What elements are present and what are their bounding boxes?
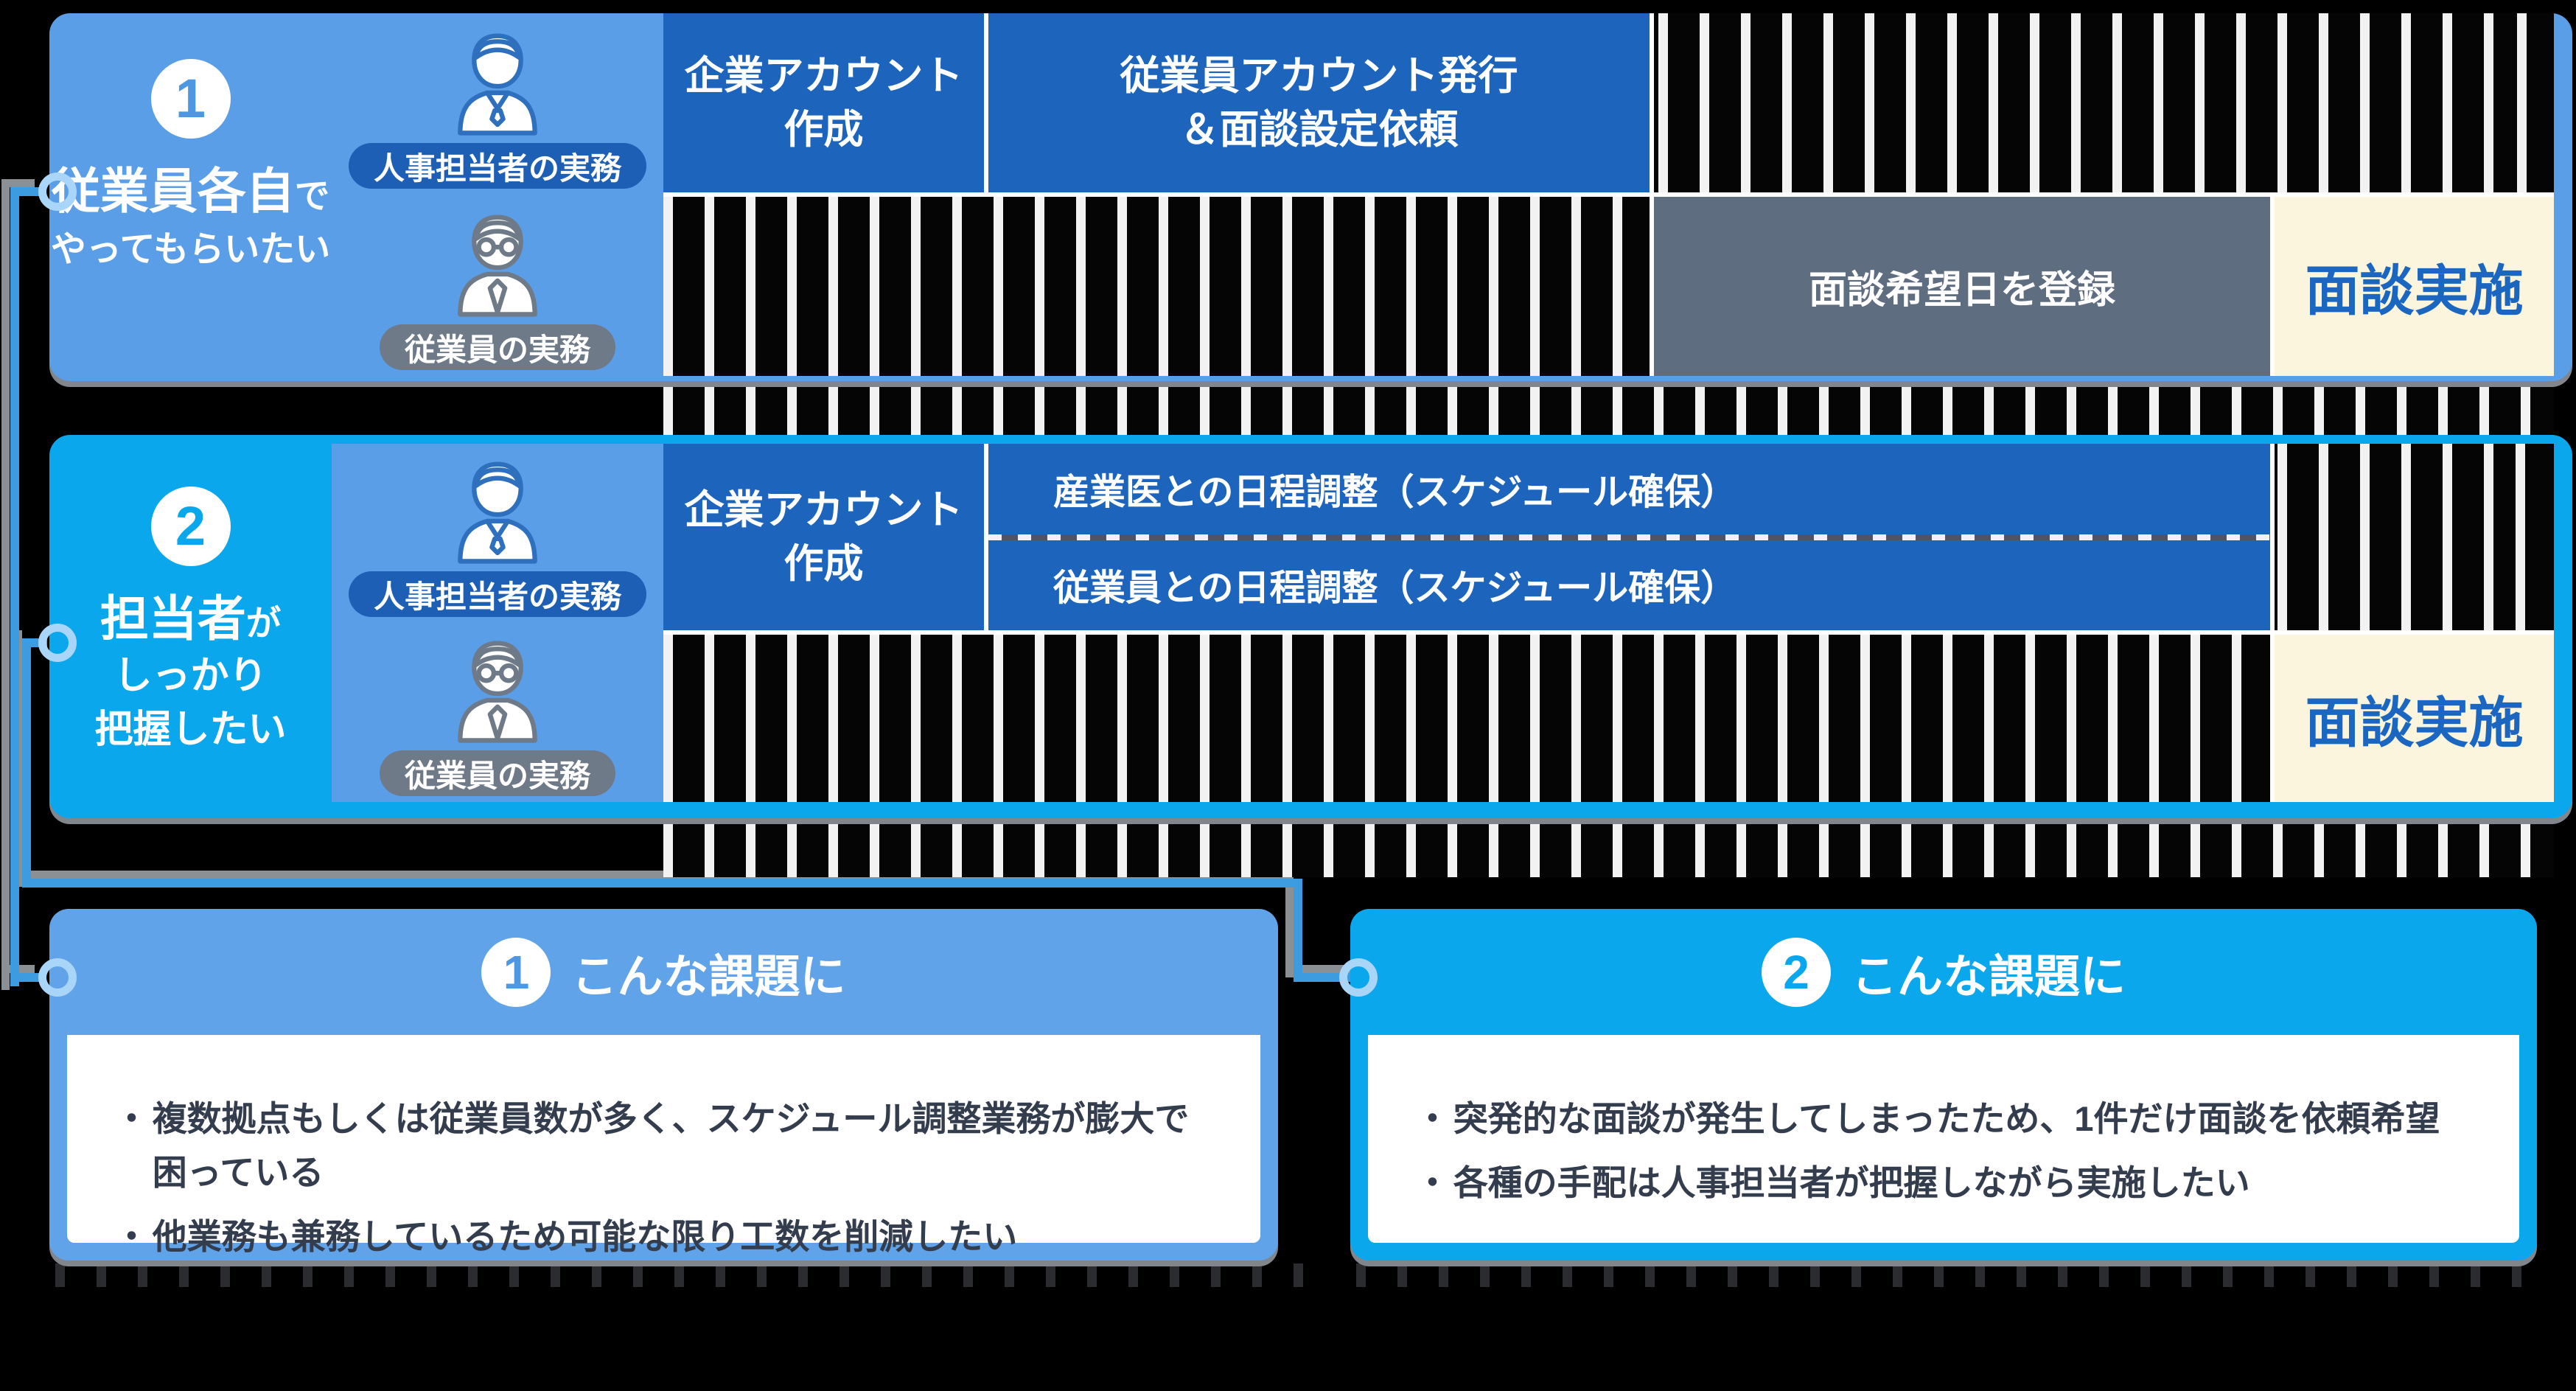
issues-header-1: 1 こんな課題に xyxy=(49,909,1278,1035)
hr-badge: 人事担当者の実務 xyxy=(348,143,646,189)
step-employee-scheduling: 従業員との日程調整（スケジュール確保） xyxy=(988,540,2270,630)
step-interview-1: 面談実施 xyxy=(2275,197,2554,376)
section-2-subtitle-2: 把握したい xyxy=(94,708,287,752)
connector-a-stub-bottom xyxy=(19,973,44,982)
issues-box-2: 2 こんな課題に ・突発的な面談が発生してしまったため、1件だけ面談を依頼希望 … xyxy=(1350,909,2537,1261)
section-1-employee-steps: 面談希望日を登録 面談実施 xyxy=(1654,197,2554,376)
stripes-block-hr-row xyxy=(2275,444,2554,630)
list-item: ・複数拠点もしくは従業員数が多く、スケジュール調整業務が膨大で困っている xyxy=(114,1092,1213,1200)
issues-2-number-badge: 2 xyxy=(1761,937,1831,1007)
connector-a-shadow-stub-bottom xyxy=(10,965,35,973)
step-corporate-account-2: 企業アカウント作成 xyxy=(663,444,984,630)
section-1-panel: 1 従業員各自で やってもらいたい 人事担当者の実務 xyxy=(49,13,2572,381)
issues-box-1: 1 こんな課題に ・複数拠点もしくは従業員数が多く、スケジュール調整業務が膨大で… xyxy=(49,909,1278,1261)
hr-person-icon xyxy=(458,461,537,564)
step-employee-account-issue: 従業員アカウント発行＆面談設定依頼 xyxy=(988,13,1650,192)
issues-1-number-badge: 1 xyxy=(481,937,551,1007)
connector-a-vertical xyxy=(10,187,19,986)
stripes-block-hr-row xyxy=(1654,13,2554,192)
scheduling-steps: 産業医との日程調整（スケジュール確保） 従業員との日程調整（スケジュール確保） xyxy=(988,444,2270,630)
connector-a-stub-top xyxy=(19,187,44,196)
connector-b-vertical1 xyxy=(22,638,31,888)
block-divider xyxy=(2270,197,2275,376)
dashed-divider xyxy=(988,534,2270,540)
step-interview-2: 面談実施 xyxy=(2275,635,2554,802)
connector-b-shadow-horizontal2 xyxy=(1285,965,1352,973)
stripes-band-under-box-2 xyxy=(1356,1263,2535,1287)
connector-ring-section-1 xyxy=(38,172,77,211)
section-1-persona-column: 人事担当者の実務 従業員の実務 xyxy=(332,13,663,376)
step-register-interview-date: 面談希望日を登録 xyxy=(1654,197,2270,376)
connector-b-shadow-horizontal1 xyxy=(14,871,1294,879)
connector-b-shadow-vertical2 xyxy=(1285,871,1294,977)
section-1-subtitle: やってもらいたい xyxy=(50,229,331,269)
hr-person-icon xyxy=(458,33,537,136)
step-doctor-scheduling: 産業医との日程調整（スケジュール確保） xyxy=(988,444,2270,534)
issues-2-list: ・突発的な面談が発生してしまったため、1件だけ面談を依頼希望 ・各種の手配は人事… xyxy=(1415,1092,2472,1210)
issues-header-2: 2 こんな課題に xyxy=(1350,909,2537,1035)
stripes-band-2 xyxy=(663,820,2554,877)
connector-ring-issues-2 xyxy=(1339,958,1378,997)
section-2-number: 2 xyxy=(175,495,206,557)
connector-ring-issues-1 xyxy=(38,958,77,997)
employee-persona: 従業員の実務 xyxy=(332,623,663,802)
connector-ring-section-2 xyxy=(38,624,77,662)
list-item: ・他業務も兼務しているため可能な限り工数を削減したい xyxy=(114,1210,1213,1264)
section-1-flow: 企業アカウント作成 従業員アカウント発行＆面談設定依頼 面談希望日を登録 面談実… xyxy=(663,13,2554,376)
section-1-title: 従業員各自で xyxy=(51,164,330,218)
stripes-block-employee-row xyxy=(663,197,1650,376)
issues-1-list: ・複数拠点もしくは従業員数が多く、スケジュール調整業務が膨大で困っている ・他業… xyxy=(114,1092,1213,1264)
bullet-marker: ・ xyxy=(114,1099,149,1138)
bullet-marker: ・ xyxy=(1415,1162,1450,1202)
hr-badge: 人事担当者の実務 xyxy=(348,571,646,617)
connector-b-horizontal1 xyxy=(22,879,1302,888)
section-2-panel: 2 担当者が しっかり 把握したい 人事担当者の実務 xyxy=(49,435,2572,818)
section-1-number-badge: 1 xyxy=(150,59,231,139)
section-2-flow: 企業アカウント作成 産業医との日程調整（スケジュール確保） 従業員との日程調整（… xyxy=(663,444,2554,802)
list-item: ・突発的な面談が発生してしまったため、1件だけ面談を依頼希望 xyxy=(1415,1092,2472,1146)
issues-1-heading: こんな課題に xyxy=(571,951,846,1003)
employee-person-icon xyxy=(458,641,537,743)
employee-badge: 従業員の実務 xyxy=(379,750,615,796)
stripes-band-under-box-1 xyxy=(55,1263,1323,1287)
bullet-marker: ・ xyxy=(1415,1099,1450,1138)
employee-persona: 従業員の実務 xyxy=(332,195,663,376)
employee-person-icon xyxy=(458,215,537,317)
section-2-persona-column: 人事担当者の実務 従業員の実務 xyxy=(332,444,663,802)
section-1-label: 1 従業員各自で やってもらいたい xyxy=(49,13,332,381)
stripes-band-1 xyxy=(663,381,2554,435)
connector-b-vertical2 xyxy=(1294,879,1302,982)
stripes-block-employee-row xyxy=(663,635,2270,802)
issues-2-body: ・突発的な面談が発生してしまったため、1件だけ面談を依頼希望 ・各種の手配は人事… xyxy=(1368,1035,2519,1243)
section-2-title: 担当者が xyxy=(100,591,282,646)
section-2-subtitle-1: しっかり xyxy=(114,654,268,697)
list-item: ・各種の手配は人事担当者が把握しながら実施したい xyxy=(1415,1157,2472,1210)
employee-badge: 従業員の実務 xyxy=(379,324,615,370)
issues-1-body: ・複数拠点もしくは従業員数が多く、スケジュール調整業務が膨大で困っている ・他業… xyxy=(67,1035,1260,1256)
step-corporate-account-1: 企業アカウント作成 xyxy=(663,13,984,192)
issues-2-heading: こんな課題に xyxy=(1851,951,2126,1003)
connector-a-shadow-stub-top xyxy=(10,179,35,187)
bullet-marker: ・ xyxy=(114,1216,149,1256)
connector-a-shadow-vertical xyxy=(1,179,10,990)
section-2-label: 2 担当者が しっかり 把握したい xyxy=(49,435,332,818)
hr-persona: 人事担当者の実務 xyxy=(332,13,663,195)
hr-persona: 人事担当者の実務 xyxy=(332,444,663,623)
section-1-number: 1 xyxy=(175,68,206,129)
section-2-number-badge: 2 xyxy=(150,487,231,566)
